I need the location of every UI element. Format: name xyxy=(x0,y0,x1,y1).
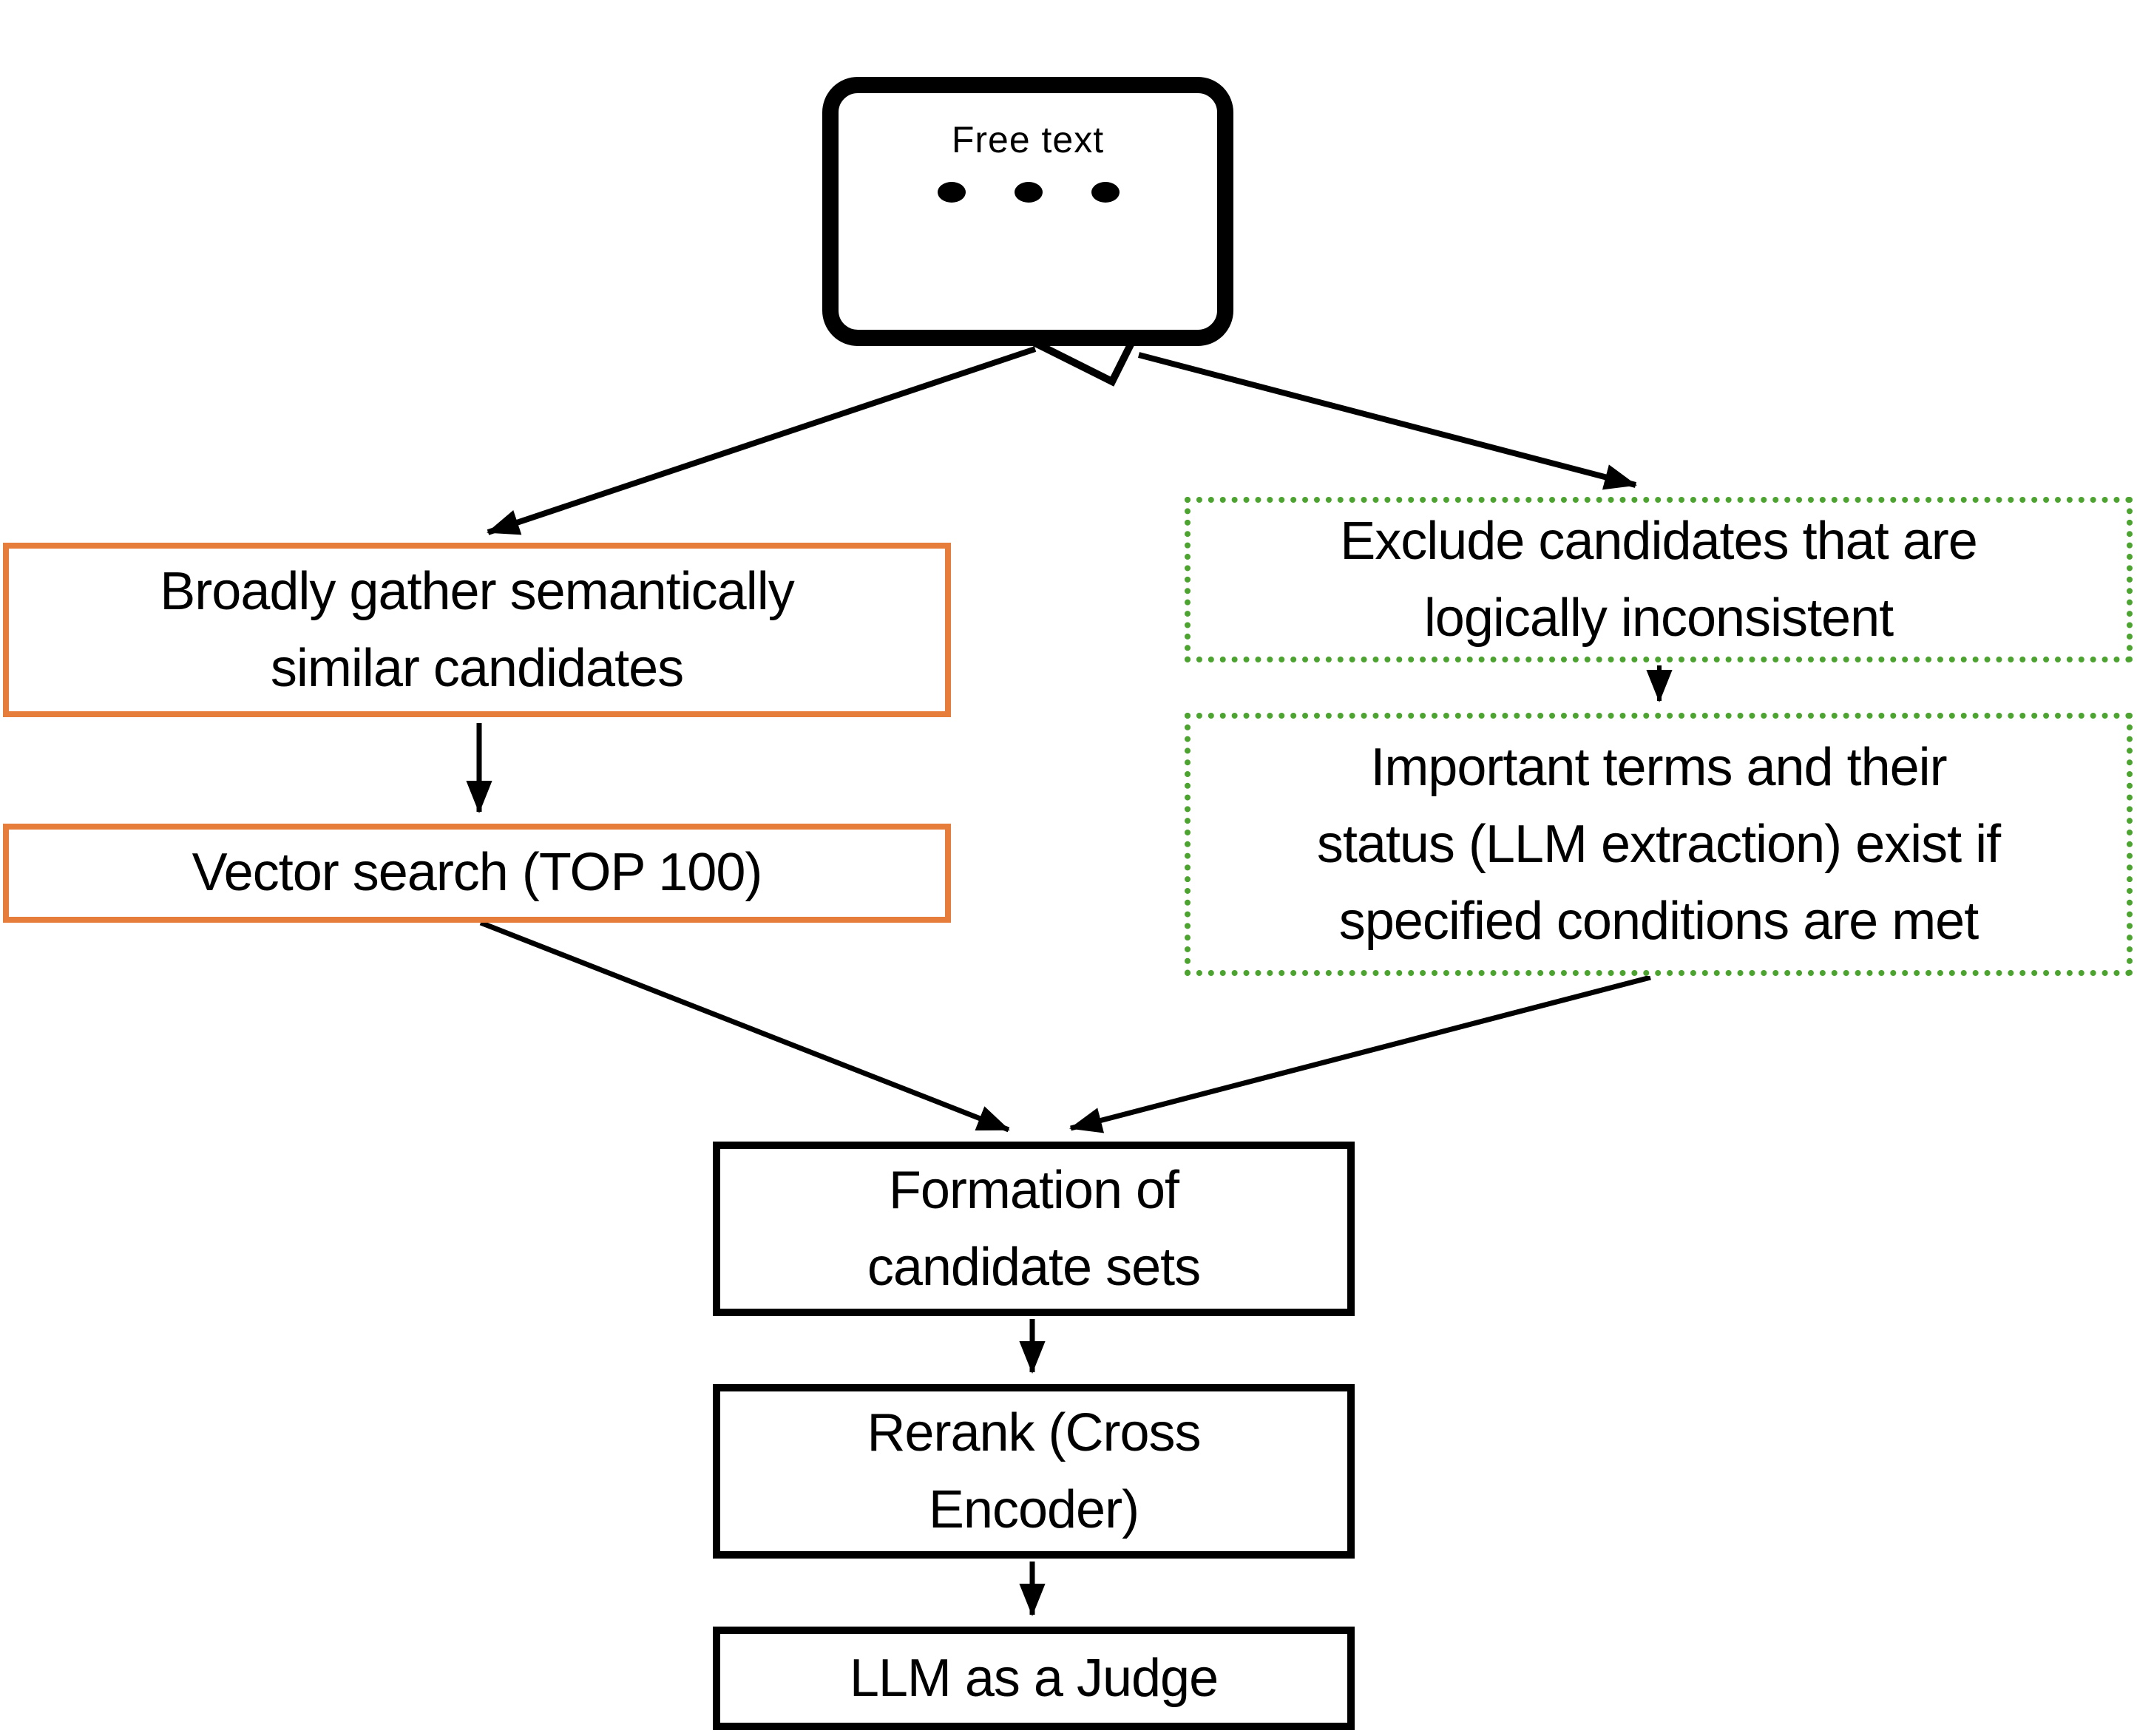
node-line: specified conditions are met xyxy=(1338,890,1979,952)
arrow-important-terms-to-formation xyxy=(1069,974,1651,1133)
typing-dots xyxy=(937,182,1119,203)
node-vector-search: Vector search (TOP 100) xyxy=(3,824,951,923)
node-line: LLM as a Judge xyxy=(849,1647,1219,1708)
node-broad-gather: Broadly gather semantically similar cand… xyxy=(3,543,951,717)
node-llm-as-a-judge: LLM as a Judge xyxy=(713,1627,1355,1730)
node-line: status (LLM extraction) exist if xyxy=(1316,813,2001,874)
node-line: Vector search (TOP 100) xyxy=(192,841,763,903)
node-important-terms: Important terms and their status (LLM ex… xyxy=(1185,713,2133,976)
node-line: Rerank (Cross xyxy=(867,1401,1201,1462)
typing-dot xyxy=(1091,182,1119,203)
arrow-vector-search-to-formation xyxy=(479,920,1010,1133)
arrow-bubble-to-exclude xyxy=(1137,352,1637,490)
node-line: Exclude candidates that are xyxy=(1340,509,1978,571)
free-text-bubble: Free text xyxy=(822,77,1233,346)
node-line: Broadly gather semantically xyxy=(160,560,794,621)
arrow-bubble-to-broad-gather xyxy=(487,346,1037,535)
typing-dot xyxy=(937,182,965,203)
node-line: Formation of xyxy=(888,1159,1179,1220)
node-exclude-candidates: Exclude candidates that are logically in… xyxy=(1185,497,2133,662)
node-formation-candidate-sets: Formation of candidate sets xyxy=(713,1142,1355,1316)
free-text-label: Free text xyxy=(951,120,1105,161)
node-line: similar candidates xyxy=(270,637,684,698)
node-line: Important terms and their xyxy=(1370,736,1947,797)
node-line: candidate sets xyxy=(867,1236,1201,1297)
node-line: Encoder) xyxy=(928,1479,1139,1539)
typing-dot xyxy=(1014,182,1042,203)
node-line: logically inconsistent xyxy=(1423,587,1894,648)
node-rerank-cross-encoder: Rerank (Cross Encoder) xyxy=(713,1384,1355,1559)
